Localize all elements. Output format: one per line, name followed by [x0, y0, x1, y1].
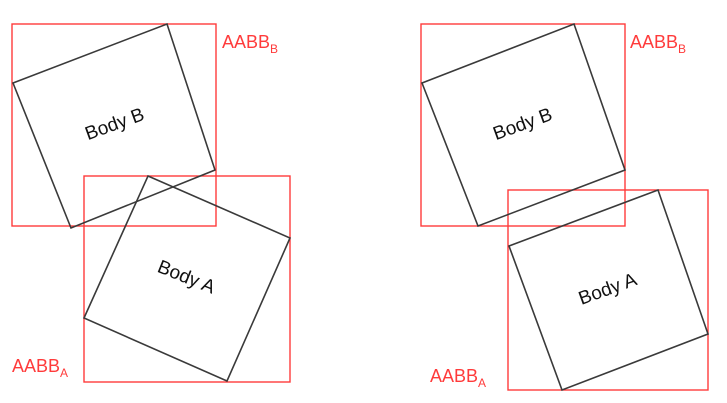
aabb-b-label: AABBB	[222, 32, 278, 56]
body-a-square	[507, 188, 710, 392]
aabb-a-label: AABBA	[12, 356, 68, 380]
panel-right: Body B Body A AABBB AABBA	[420, 22, 710, 392]
aabb-a-box	[83, 175, 291, 383]
body-b-square	[11, 22, 216, 230]
aabb-b-box	[420, 23, 626, 227]
body-b-label: Body B	[490, 104, 555, 145]
aabb-b-label: AABBB	[630, 32, 686, 56]
body-b-square	[420, 22, 627, 228]
body-b-label: Body B	[82, 104, 147, 145]
aabb-a-box	[507, 189, 709, 391]
aabb-a-label: AABBA	[430, 366, 486, 390]
body-a-label: Body A	[576, 269, 640, 309]
body-a-label: Body A	[154, 257, 218, 299]
body-a-square	[82, 174, 292, 383]
panel-left: Body B Body A AABBB AABBA	[11, 22, 292, 383]
aabb-b-box	[11, 23, 217, 227]
